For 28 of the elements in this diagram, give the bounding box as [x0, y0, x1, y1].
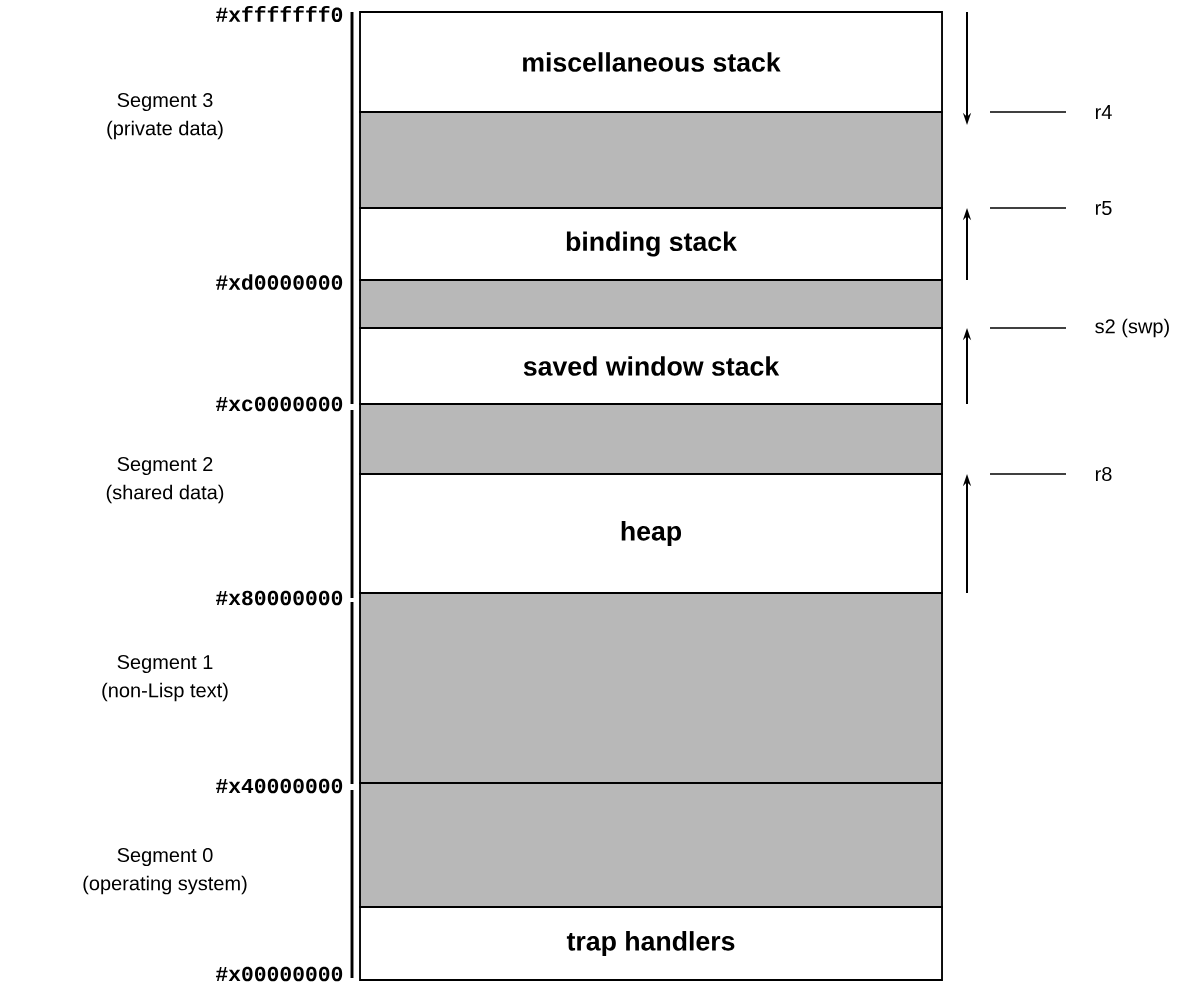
segment-label: Segment 3: [117, 92, 213, 112]
address-label: #x40000000: [216, 778, 343, 794]
memory-region: binding stack: [359, 207, 943, 281]
segment-label: (non-Lisp text): [102, 682, 228, 702]
register-label: r8: [1095, 466, 1112, 482]
register-label: r4: [1095, 105, 1112, 119]
memory-region: miscellaneous stack: [359, 11, 943, 113]
address-label: #xc0000000: [216, 396, 343, 412]
address-label: #xfffffff0: [216, 6, 343, 22]
address-label: #x80000000: [216, 590, 343, 606]
register-label: r5: [1095, 201, 1112, 215]
segment-label: (operating system): [83, 875, 247, 895]
memory-region: trap handlers: [359, 906, 943, 981]
reserved-region: [359, 279, 943, 329]
memory-region: heap: [359, 473, 943, 594]
memory-region: saved window stack: [359, 327, 943, 405]
segment-label: (shared data): [106, 484, 224, 504]
segment-label: Segment 2: [117, 456, 213, 476]
reserved-region: [359, 111, 943, 209]
address-label: #xd0000000: [216, 274, 343, 290]
segment-label: Segment 1: [117, 654, 213, 674]
reserved-region: [359, 403, 943, 475]
register-label: s2 (swp): [1095, 318, 1169, 338]
reserved-region: [359, 592, 943, 784]
address-label: #x00000000: [216, 966, 343, 982]
segment-label: (private data): [107, 120, 223, 140]
segment-label: Segment 0: [117, 847, 213, 867]
reserved-region: [359, 782, 943, 908]
